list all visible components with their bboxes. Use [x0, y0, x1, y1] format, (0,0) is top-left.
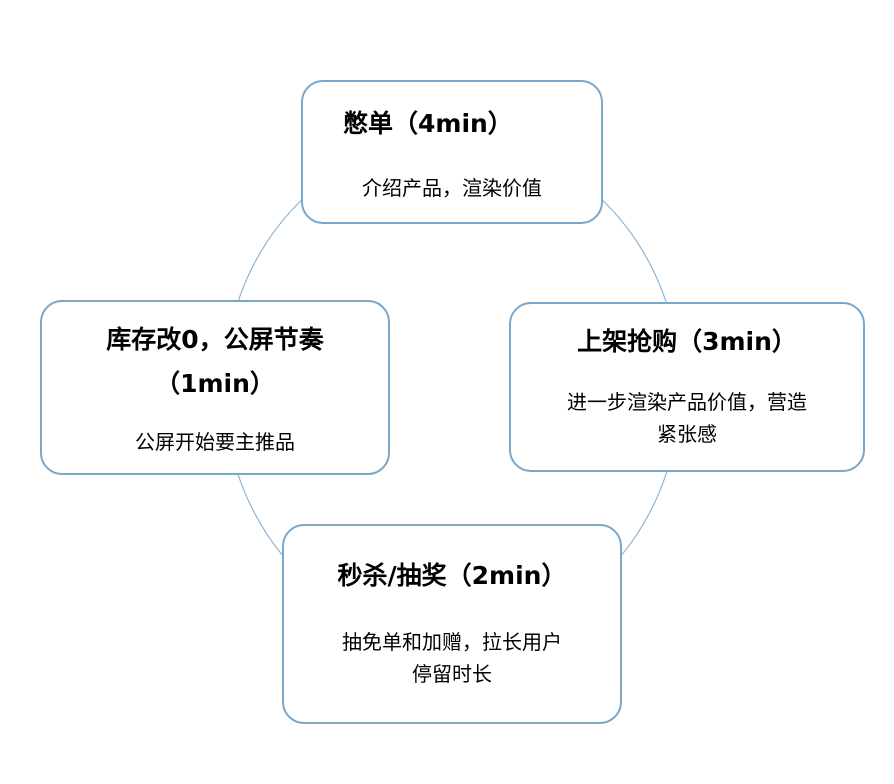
stage-desc-right: 进一步渲染产品价值，营造 紧张感 [511, 386, 863, 450]
stage-card-left: 库存改0，公屏节奏 （1min） 公屏开始要主推品 [40, 300, 390, 475]
stage-desc-bottom-line-2: 停留时长 [412, 662, 492, 686]
stage-title-left: 库存改0，公屏节奏 （1min） [42, 318, 388, 406]
stage-card-top: 憋单（4min） 介绍产品，渲染价值 [301, 80, 603, 224]
stage-title-top: 憋单（4min） [343, 109, 513, 138]
stage-desc-left: 公屏开始要主推品 [42, 426, 388, 458]
stage-title-bottom: 秒杀/抽奖（2min） [337, 561, 567, 590]
stage-desc-left-line-1: 公屏开始要主推品 [135, 430, 295, 454]
stage-desc-top-line-1: 介绍产品，渲染价值 [362, 176, 542, 200]
stage-desc-bottom: 抽免单和加赠，拉长用户 停留时长 [284, 626, 620, 690]
stage-desc-bottom-line-1: 抽免单和加赠，拉长用户 [342, 630, 562, 654]
stage-card-right: 上架抢购（3min） 进一步渲染产品价值，营造 紧张感 [509, 302, 865, 472]
stage-card-bottom: 秒杀/抽奖（2min） 抽免单和加赠，拉长用户 停留时长 [282, 524, 622, 724]
stage-desc-right-line-2: 紧张感 [657, 422, 717, 446]
stage-desc-right-line-1: 进一步渲染产品价值，营造 [567, 390, 807, 414]
stage-title-right: 上架抢购（3min） [577, 327, 797, 356]
stage-desc-top: 介绍产品，渲染价值 [303, 172, 601, 204]
stage-title-left-line-1: 库存改0，公屏节奏 [106, 325, 324, 354]
stage-title-left-line-2: （1min） [155, 369, 275, 398]
